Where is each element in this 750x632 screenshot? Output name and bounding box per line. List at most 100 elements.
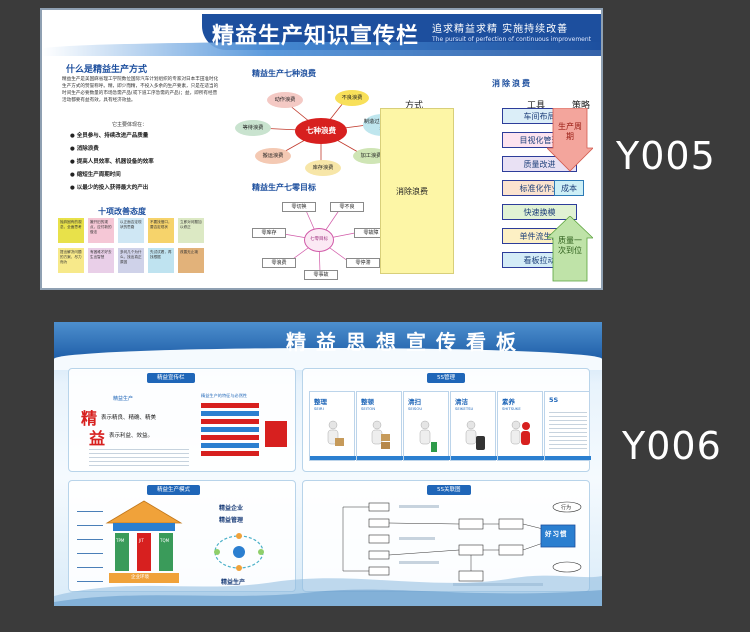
pillar-label: JIT: [139, 538, 144, 543]
5s-card-seiri: 整理 SEIRI: [309, 391, 356, 461]
what-is-lean-lead: 它主要体现在：: [112, 122, 148, 128]
board1-slogan-en: The pursuit of perfection of continuous …: [432, 36, 592, 43]
board2-title: 精益思想宣传看板: [286, 330, 526, 354]
attitude-cell: 有困难才好去生出智慧: [88, 248, 114, 273]
waste-defect: 不良浪费: [335, 90, 369, 106]
strategy-down-arrow: 生产周期: [546, 107, 594, 176]
zero-item: 零浪费: [262, 258, 296, 268]
method-label: 消除浪费: [396, 187, 428, 196]
ten-attitudes-title: 十项改善态度: [98, 207, 146, 216]
panel-lean-promo: 精益宣传栏 精益生产 精 表示精良、精确、精美 益 表示利益、效益。 精益生产的…: [68, 368, 296, 472]
house-foundation-label: 企业环境: [131, 575, 149, 580]
board1-header: [42, 10, 601, 58]
person-icon: [510, 420, 530, 445]
model-side-labels: [77, 503, 103, 587]
lean-bullet-list: ● 全员参与、持续改进产品质量 ● 消除浪费 ● 提高人员效率、机器设备的效率 …: [70, 130, 225, 195]
strategy-down-label: 生产周期: [558, 122, 582, 141]
list-item: ● 提高人员效率、机器设备的效率: [70, 159, 154, 165]
lean-house-icon: [105, 500, 183, 583]
method-box: [380, 108, 454, 274]
lean-characteristics-title: 精益生产的特征与必然性: [201, 393, 248, 398]
lean-cycle-icon: [214, 533, 264, 571]
attitude-cell: 提出解决问题的方案，尽力而为: [58, 248, 84, 273]
list-item: ● 全员参与、持续改进产品质量: [70, 133, 149, 139]
list-item: ● 以最少的投入获得最大的产出: [70, 185, 149, 191]
header-strategy: 策略: [572, 101, 591, 111]
person-icon: [327, 420, 344, 446]
header-tool: 工具: [527, 101, 546, 111]
attitude-cell: 多问几个为什么，找出真正原因: [118, 248, 144, 273]
strategy-cost: 成本: [554, 180, 584, 196]
bullet-icon: ●: [70, 185, 77, 191]
5s-card-shitsuke: 素养 SHITSUKE: [497, 391, 544, 461]
waste-waiting: 等待浪费: [235, 120, 271, 136]
bullet-icon: ●: [70, 146, 77, 152]
pillar-label: TPM: [116, 538, 125, 543]
person-icon: [371, 420, 390, 449]
zero-item: 零事故: [304, 270, 338, 280]
attitude-cell: 立即对问题加以修正: [178, 218, 204, 243]
attitude-cell: 以正面否定现状的思路: [118, 218, 144, 243]
lean-inevitability-box: [265, 421, 287, 447]
seven-zero-title: 精益生产七零目标: [252, 183, 316, 192]
panel-title: 5S关联图: [427, 485, 471, 495]
panel-title: 5S管理: [427, 373, 465, 383]
5s-card-seisou: 清扫 SEISOU: [403, 391, 450, 461]
waste-transport: 搬运浪费: [255, 148, 291, 164]
zero-item: 零库存: [252, 228, 286, 238]
yi-char: 益: [89, 429, 106, 448]
eliminate-waste-title: 消除浪费: [492, 79, 532, 88]
lean-enterprise-label: 精益企业: [219, 505, 244, 512]
good-habit-label: 好习惯: [545, 530, 568, 538]
panel-title: 精益宣传栏: [147, 373, 195, 383]
panel-5s-relation: 5S关联图: [302, 480, 590, 592]
lean-management-label: 精益管理: [219, 517, 244, 524]
lean-body-text: [89, 449, 189, 467]
yi-text: 表示利益、效益。: [109, 433, 154, 439]
panel-5s: 5S管理 整理 SEIRI 整顿 SEITON 清扫 SEISOU 清洁 SEI…: [302, 368, 591, 472]
action-label: 行为: [561, 505, 572, 511]
what-is-lean-paragraph: 精益生产是美国麻省理工学院数位国际汽车计划组织的专家对日本丰田准时化生产方式的赞…: [62, 77, 219, 103]
person-icon: [419, 420, 437, 452]
product-code-y005: Y005: [616, 134, 716, 178]
lean-characteristics-list: [201, 403, 259, 459]
attitude-cell: 撇开旧的观点，应付新的做法: [88, 218, 114, 243]
board-y005: 精益生产知识宣传栏 追求精益求精 实施持续改善 The pursuit of p…: [40, 8, 603, 290]
list-item: ● 消除浪费: [70, 146, 99, 152]
attitude-cell: 先试试看，再找根据: [148, 248, 174, 273]
5s-card-seiton: 整顿 SEITON: [356, 391, 403, 461]
panel-title: 精益生产模式: [147, 485, 201, 495]
bullet-icon: ●: [70, 159, 77, 165]
jing-text: 表示精良、精确、精美: [101, 415, 157, 421]
board2-header: [54, 322, 602, 370]
header-method: 方式: [405, 101, 424, 111]
what-is-lean-title: 什么是精益生产方式: [66, 65, 148, 75]
seven-wastes-center: 七种浪费: [295, 118, 347, 144]
arrow-down-icon: [546, 107, 594, 172]
zero-item: 零不良: [330, 202, 364, 212]
attitude-cell: 抛弃固有的观念，全面思考: [58, 218, 84, 243]
5s-card-summary: 5S: [544, 391, 591, 461]
list-item: ● 缩短生产周期时间: [70, 172, 121, 178]
jing-char: 精: [81, 409, 98, 428]
board1-title: 精益生产知识宣传栏: [212, 24, 420, 49]
pillar-label: TQM: [160, 538, 170, 543]
attitude-cell: 改善无止境: [178, 248, 204, 273]
panel-lean-model: 精益生产模式 TPM JIT TQM 企业环境 精益企业 精益管理 精益生产: [68, 480, 296, 592]
zero-item: 零切换: [282, 202, 316, 212]
waste-motion: 动作浪费: [267, 92, 303, 108]
5s-card-seiketsu: 清洁 SEIKETSU: [450, 391, 497, 461]
attitude-cell: 不要找借口，要否定现状: [148, 218, 174, 243]
board1-slogan: 追求精益求精 实施持续改善: [432, 24, 569, 35]
bullet-icon: ●: [70, 172, 77, 178]
person-icon: [465, 420, 485, 450]
zero-item: 零停滞: [346, 258, 380, 268]
bullet-icon: ●: [70, 133, 77, 139]
seven-zero-center: 七零目标: [304, 228, 334, 252]
waste-inventory: 库存浪费: [305, 160, 341, 176]
mountain-decoration: [54, 575, 602, 606]
strategy-up-label: 质量一次到位: [558, 236, 582, 255]
lean-subtitle: 精益生产: [113, 396, 134, 402]
strategy-up-arrow: 质量一次到位: [546, 215, 594, 286]
tool-item: 快速换模: [502, 204, 577, 220]
